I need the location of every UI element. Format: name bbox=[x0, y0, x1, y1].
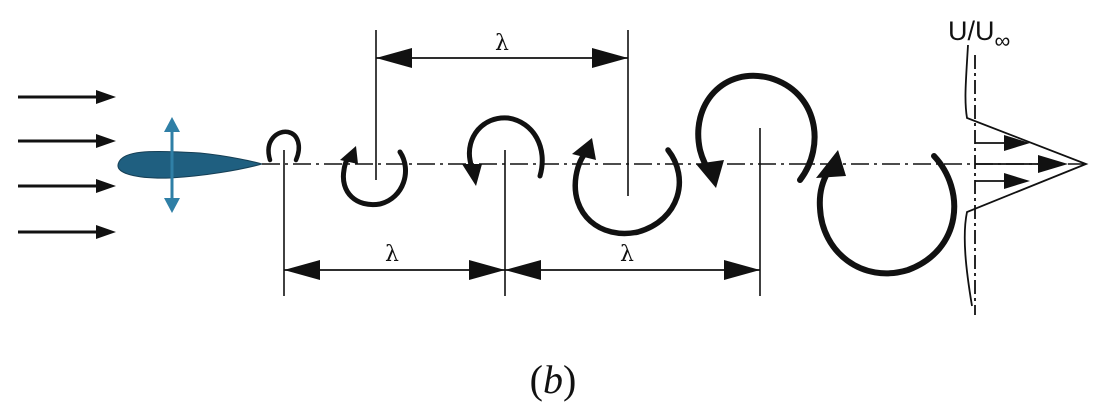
vortex-6 bbox=[816, 150, 958, 277]
velocity-profile bbox=[963, 44, 1089, 315]
pitch-arrow bbox=[164, 117, 180, 213]
wavelength-label-bottom-left: λ bbox=[385, 242, 399, 267]
wavelength-dimension-bottom-left: λ bbox=[284, 242, 505, 280]
profile-arrows bbox=[975, 135, 1068, 189]
freestream-arrow-2 bbox=[18, 134, 116, 148]
wavelength-dimension-bottom-right: λ bbox=[505, 242, 760, 280]
airfoil bbox=[117, 150, 264, 179]
vortex-4 bbox=[572, 138, 683, 237]
freestream-arrows bbox=[18, 90, 116, 239]
vortex-5 bbox=[695, 72, 818, 188]
freestream-arrow-4 bbox=[18, 225, 116, 239]
figure-caption: (b) bbox=[0, 356, 1106, 403]
velocity-ratio-subscript: ∞ bbox=[995, 28, 1011, 53]
wavelength-label-bottom-right: λ bbox=[620, 242, 634, 267]
profile-curve bbox=[963, 44, 1089, 307]
caption-letter: b bbox=[543, 357, 563, 402]
wavelength-dimension-top: λ bbox=[376, 31, 628, 68]
freestream-arrow-1 bbox=[18, 90, 116, 104]
caption-close: ) bbox=[563, 357, 577, 402]
vortices bbox=[266, 72, 958, 277]
vortex-2 bbox=[340, 146, 408, 208]
vortex-1 bbox=[266, 129, 301, 163]
wavelength-label-top: λ bbox=[495, 31, 509, 56]
caption-open: ( bbox=[529, 357, 543, 402]
velocity-ratio-label: U/U∞ bbox=[948, 16, 1010, 53]
vortex-3 bbox=[462, 115, 545, 186]
freestream-arrow-3 bbox=[18, 179, 116, 193]
